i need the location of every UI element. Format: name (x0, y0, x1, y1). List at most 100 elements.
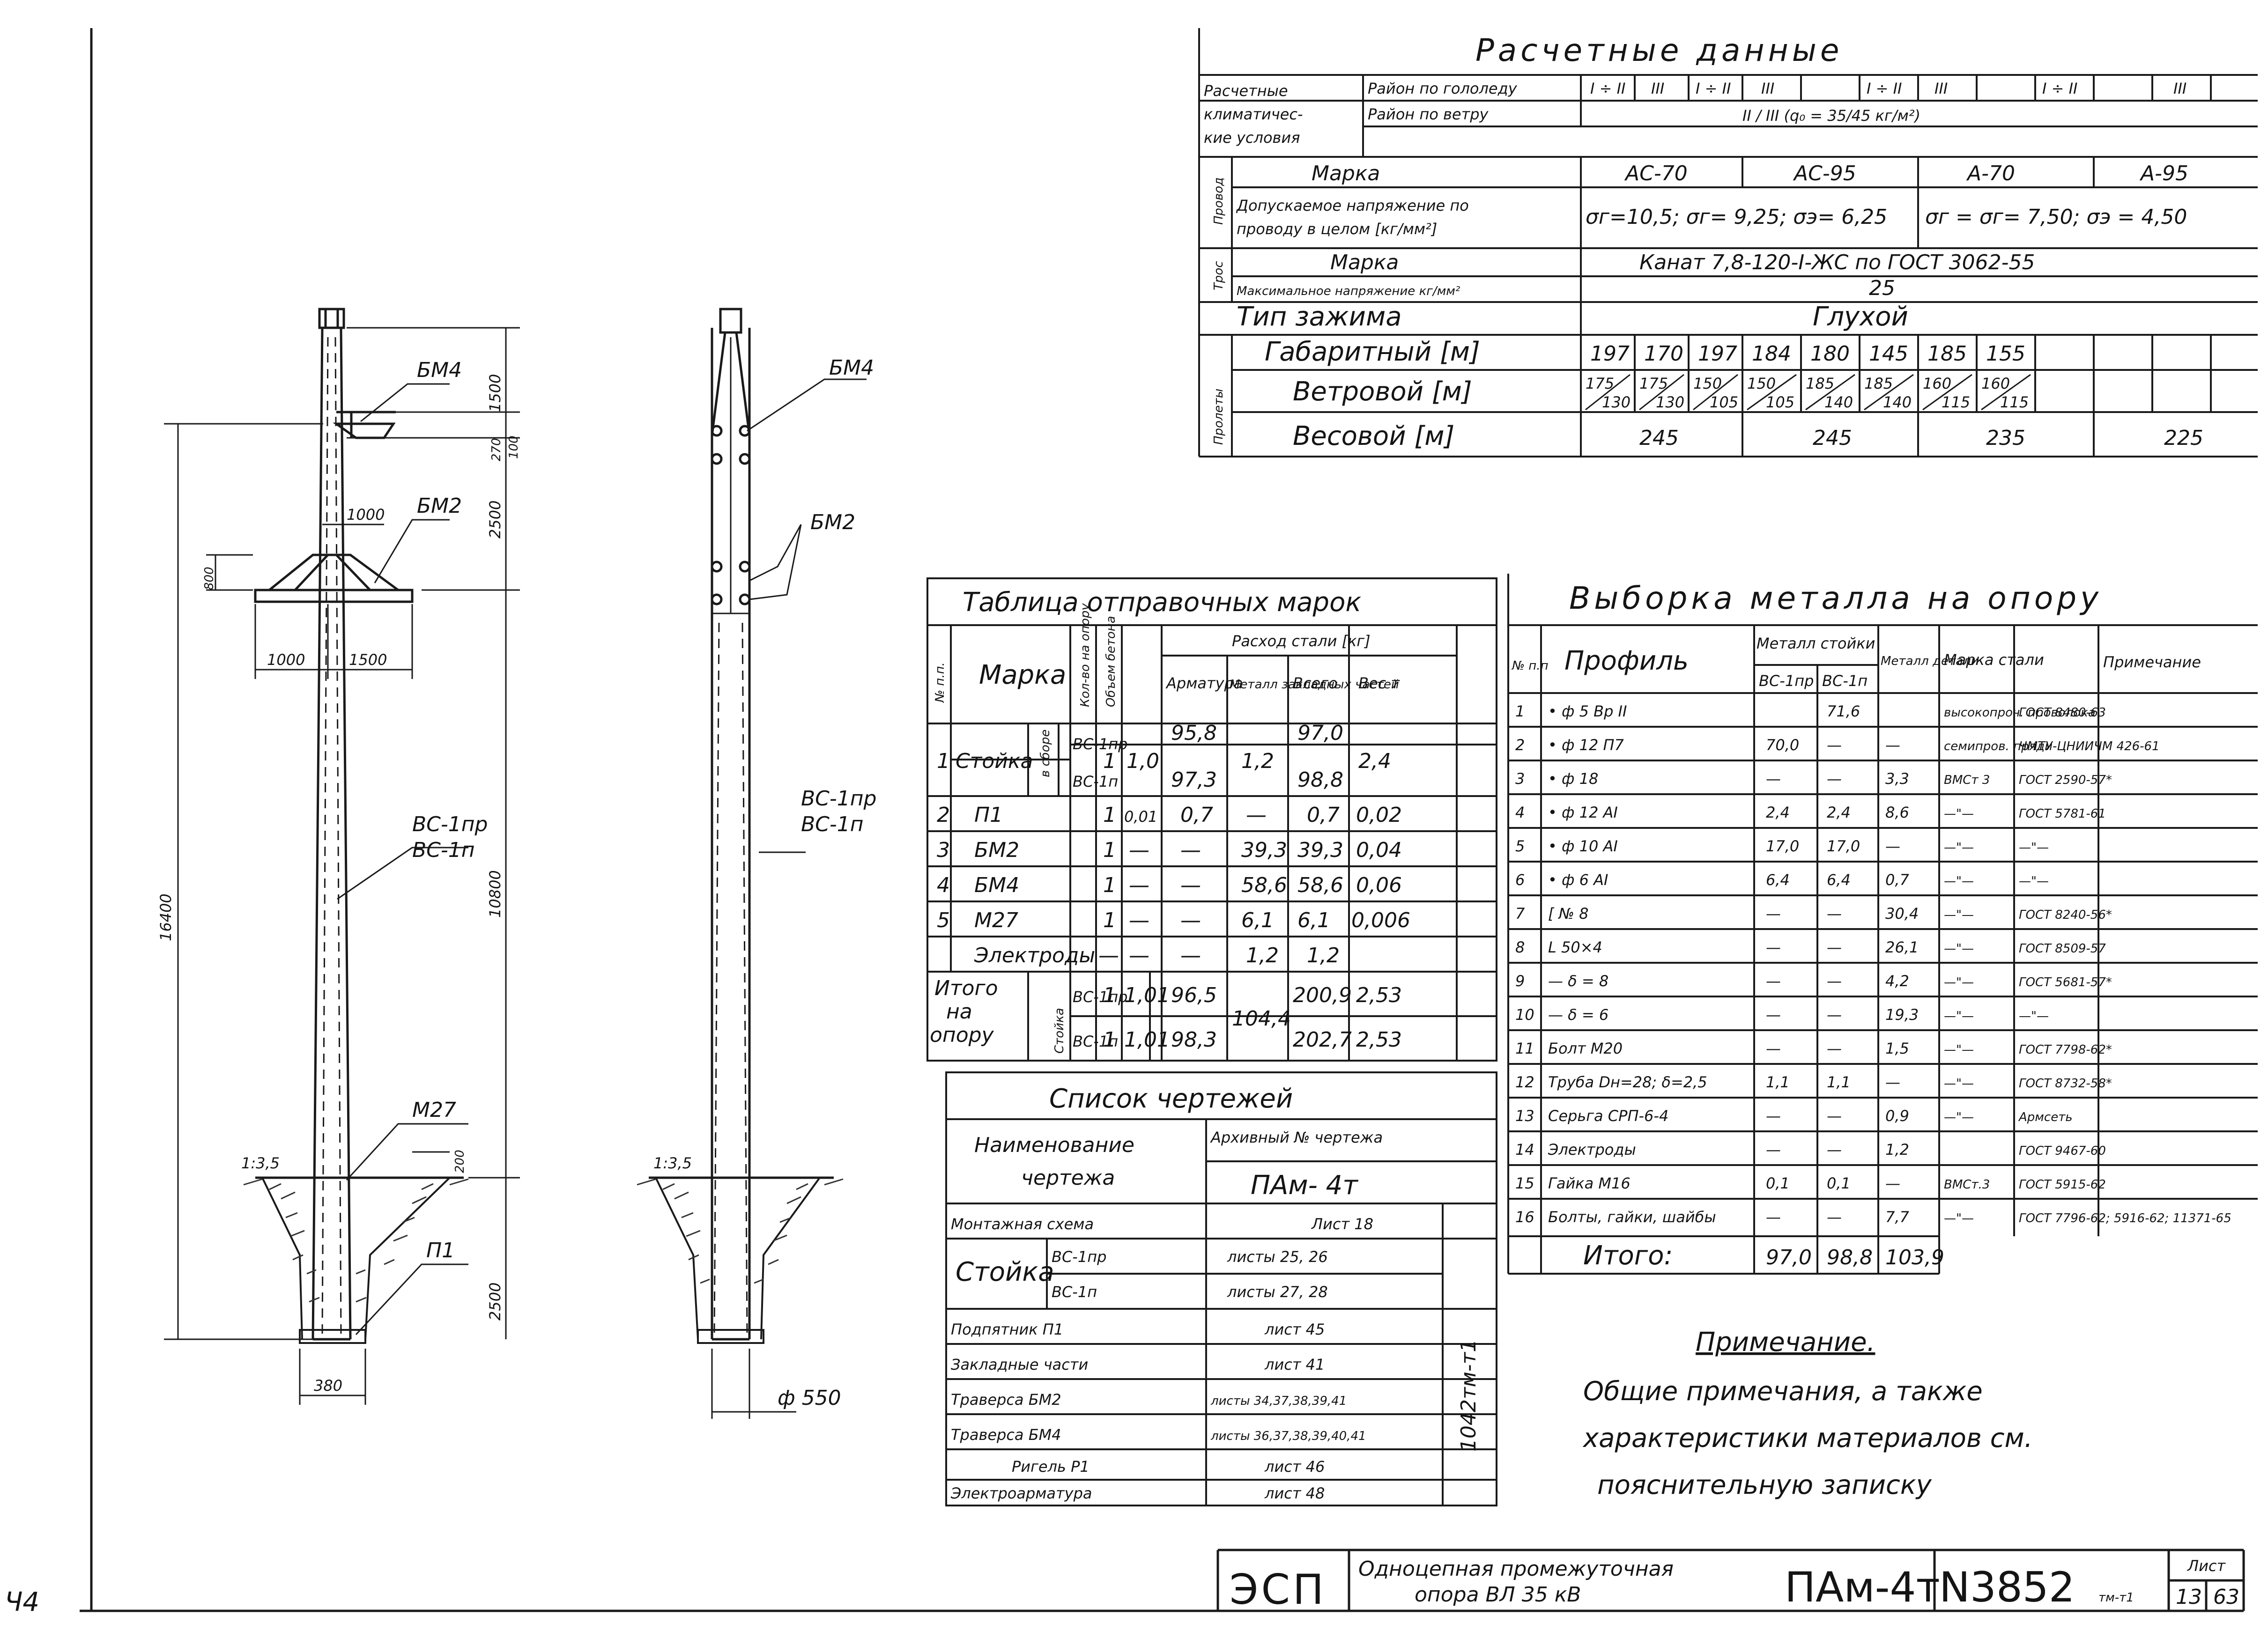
shipping-h-num: № п.п. (933, 662, 947, 703)
dr-r7-sheet: листы 36,37,38,39,40,41 (1210, 1429, 1366, 1443)
metal-table (1507, 574, 2258, 1275)
design-rope-brand-label: Марка (1330, 251, 1399, 274)
wind-span-5b: 140 (1824, 393, 1853, 411)
design-weight-4: 225 (2164, 426, 2203, 450)
ship-r7-mark: Электроды (974, 944, 1095, 967)
metal-row-16-p: Болты, гайки, шайбы (1548, 1208, 1716, 1226)
metal-row-12-b: 1,1 (1827, 1073, 1851, 1091)
metal-row-12-n: 12 (1515, 1073, 1534, 1091)
shipping-h-total: Всего (1293, 674, 1338, 692)
design-gabarit-1: 197 (1590, 342, 1630, 366)
design-climate-3: кие условия (1204, 129, 1300, 147)
metal-row-15-n: 15 (1515, 1174, 1534, 1192)
note-title: Примечание. (1696, 1327, 1875, 1358)
metal-row-7-c: 30,4 (1885, 905, 1919, 923)
metal-row-10-note: —"— (2019, 1009, 2049, 1023)
ship-r6-n: 5 (937, 908, 950, 932)
ship-t2-vol: 1,01 (1124, 1028, 1170, 1052)
ship-r6-qty: 1 (1103, 908, 1116, 932)
metal-row-9-p: — δ = 8 (1548, 972, 1608, 990)
ship-r4-metal: 39,3 (1241, 838, 1287, 862)
design-stress-2: σг = σг= 7,50; σэ = 4,50 (1925, 205, 2187, 229)
wind-span-4b: 105 (1766, 393, 1794, 411)
metal-row-10-c: 19,3 (1885, 1006, 1919, 1024)
metal-row-15-c: — (1885, 1174, 1900, 1192)
sheet-frame (80, 28, 2244, 1612)
elevation-side (649, 308, 834, 1344)
metal-row-12-a: 1,1 (1766, 1073, 1790, 1091)
dr-r8-name: Ригель Р1 (1012, 1458, 1090, 1476)
design-ice-2: III (1651, 80, 1664, 97)
design-gabarit-5: 180 (1810, 342, 1850, 366)
dim-total: 16400 (157, 893, 175, 941)
metal-row-4-b: 2,4 (1827, 804, 1851, 821)
dim-crossarm-h: 800 (202, 567, 216, 590)
dr-r9-sheet: лист 48 (1264, 1484, 1325, 1502)
metal-row-16-g: —"— (1944, 1211, 1974, 1225)
dr-r5-name: Закладные части (951, 1356, 1088, 1373)
shipping-h-mark: Марка (979, 660, 1066, 690)
leaders-side (711, 378, 867, 1419)
ship-r2-rebar: 97,3 (1171, 768, 1217, 792)
metal-row-6-b: 6,4 (1827, 871, 1851, 889)
metal-row-11-n: 11 (1515, 1040, 1534, 1057)
metal-row-7-note: ГОСТ 8240-56* (2019, 908, 2112, 922)
corner-mark: Ч4 (5, 1587, 39, 1617)
metal-row-8-c: 26,1 (1885, 938, 1919, 956)
shipping-rows: 1 ВС-1пр 1 1,0 95,8 1,2 97,0 2,4 ВС-1п 9… (937, 721, 1410, 967)
ship-r6-w: 0,006 (1351, 908, 1410, 932)
metal-row-4-c: 8,6 (1885, 804, 1909, 821)
dr-r4-sheet: лист 45 (1264, 1321, 1325, 1338)
ship-r1-vol: 1,0 (1127, 749, 1159, 773)
metal-row-16-c: 7,7 (1885, 1208, 1910, 1226)
metal-row-3-note: ГОСТ 2590-57* (2019, 773, 2112, 787)
metal-row-13-note: Армсеть (2018, 1110, 2073, 1124)
drawings-table (945, 1071, 1497, 1506)
metal-row-5-n: 5 (1515, 837, 1525, 855)
stamp-number: N3852 (1939, 1563, 2075, 1611)
label-stand-side-2: ВС-1п (801, 812, 864, 836)
metal-row-3-c: 3,3 (1885, 770, 1909, 788)
pole-front-left (311, 327, 324, 1340)
note-line-3: пояснительную записку (1597, 1470, 1932, 1500)
metal-row-15-a: 0,1 (1766, 1174, 1790, 1192)
design-weight-1: 245 (1639, 426, 1679, 450)
metal-row-14-c: 1,2 (1885, 1141, 1909, 1159)
shipping-total-3: опору (930, 1023, 994, 1047)
ship-r7-qty: — (1098, 944, 1119, 967)
dr-r8-sheet: лист 46 (1264, 1458, 1325, 1476)
wind-span-1b: 130 (1602, 393, 1631, 411)
label-slope-side: 1:3,5 (653, 1154, 692, 1172)
label-stand-front-1: ВС-1пр (412, 812, 488, 836)
metal-row-3-b: — (1827, 770, 1842, 788)
design-wire-group: Провод (1212, 177, 1226, 225)
metal-row-11-p: Болт М20 (1548, 1040, 1623, 1057)
metal-row-4-n: 4 (1515, 804, 1525, 821)
metal-row-8-b: — (1827, 938, 1842, 956)
dr-r5-sheet: лист 41 (1264, 1356, 1325, 1373)
dr-r1-name: Монтажная схема (951, 1215, 1094, 1233)
ship-t2-qty: 1 (1103, 1028, 1116, 1052)
metal-row-8-a: — (1766, 938, 1781, 956)
metal-row-11-note: ГОСТ 7798-62* (2019, 1043, 2112, 1057)
ship-r4-total: 39,3 (1297, 838, 1343, 862)
wind-span-6a: 185 (1864, 375, 1893, 392)
dr-r6-name: Траверса БМ2 (951, 1391, 1061, 1409)
metal-row-1-b: 71,6 (1827, 702, 1860, 720)
wind-span-5a: 185 (1806, 375, 1834, 392)
ship-r1-w: 2,4 (1358, 749, 1391, 773)
metal-row-4-p: • ф 12 АI (1548, 804, 1618, 821)
design-ice-label: Район по гололеду (1368, 80, 1518, 97)
metal-row-13-b: — (1827, 1107, 1842, 1125)
metal-row-9-a: — (1766, 972, 1781, 990)
metal-row-13-c: 0,9 (1885, 1107, 1909, 1125)
ship-r7-metal: 1,2 (1246, 944, 1279, 967)
ship-r5-mark: БМ4 (974, 873, 1019, 897)
metal-row-6-c: 0,7 (1885, 871, 1910, 889)
ship-r6-metal: 6,1 (1241, 908, 1274, 932)
dim-mid: 2500 (486, 501, 504, 539)
pole-side-top (719, 308, 742, 334)
design-data-table (1198, 28, 2258, 458)
label-stand-front-2: ВС-1п (412, 838, 475, 862)
